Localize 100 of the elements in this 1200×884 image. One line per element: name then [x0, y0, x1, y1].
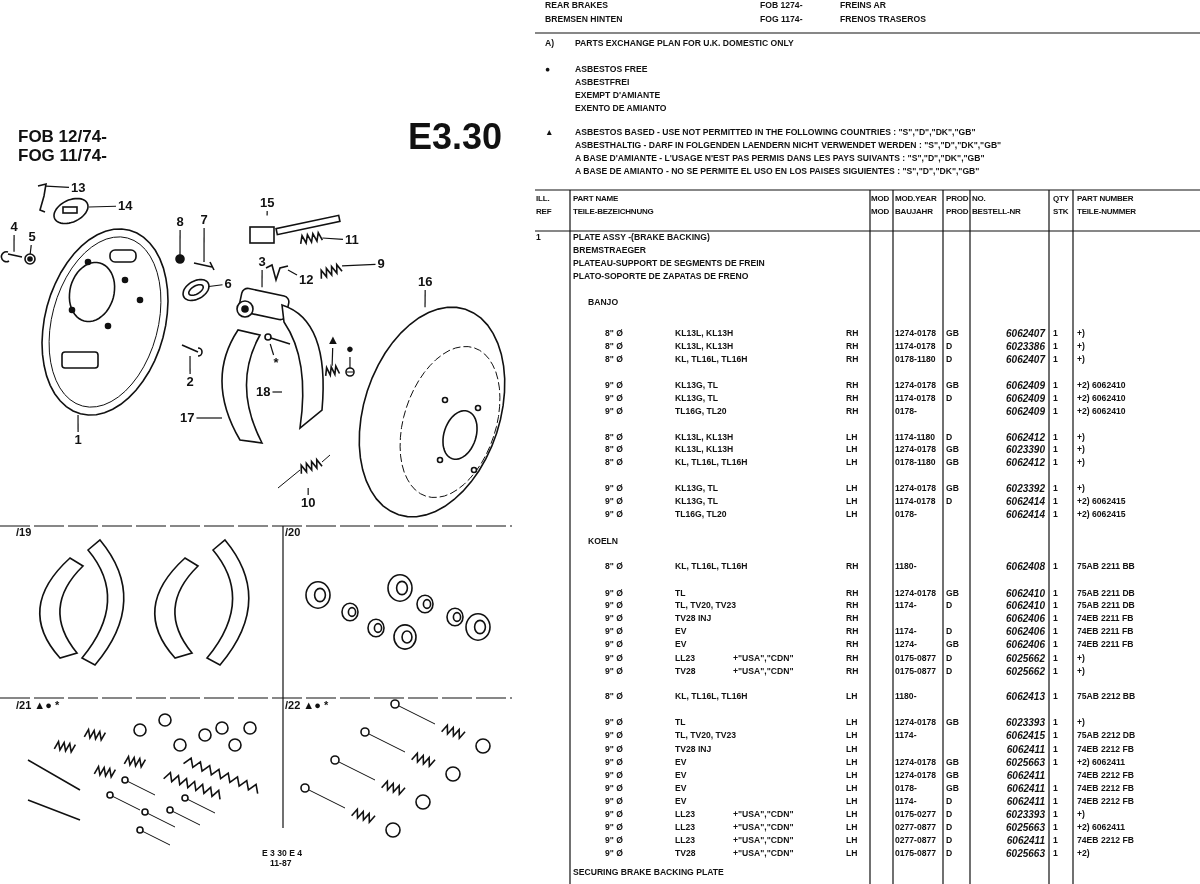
table-cell: EV	[675, 639, 687, 650]
panel-number: /19	[16, 527, 32, 538]
table-cell: 6023390	[1006, 444, 1045, 455]
table-cell: 1	[1053, 744, 1058, 755]
table-cell: +"USA","CDN"	[733, 835, 794, 846]
table-header: BAUJAHR	[895, 206, 933, 217]
note-text: ASBESTHALTIG - DARF IN FOLGENDEN LAENDERN NICHT VERWENDET WERDEN : "S","D","DK","GB"	[575, 140, 1002, 151]
section-heading: SECURING BRAKE BACKING PLATE	[573, 867, 724, 878]
table-cell: 9" Ø	[605, 496, 623, 507]
table-cell: 74EB 2212 FB	[1077, 744, 1134, 755]
table-cell: 74EB 2212 FB	[1077, 796, 1134, 807]
callout-number: 4	[9, 220, 19, 234]
table-cell: TL	[675, 588, 686, 599]
table-cell: 6062408	[1006, 561, 1045, 572]
washer-drawing	[24, 253, 36, 265]
table-cell: 1180-	[895, 561, 917, 572]
leader-line	[29, 244, 32, 255]
table-cell: 6025663	[1006, 822, 1045, 833]
lever-drawing	[249, 214, 341, 244]
table-cell: +2) 6062415	[1077, 496, 1126, 507]
header-text: BREMSEN HINTEN	[545, 14, 623, 25]
table-cell: 9" Ø	[605, 822, 623, 833]
table-cell: 1	[1053, 328, 1058, 339]
table-cell: 6062414	[1006, 496, 1045, 507]
table-cell: LH	[846, 835, 858, 846]
table-cell: LH	[846, 770, 858, 781]
callout-number: 2	[185, 375, 195, 389]
table-header: ILL.	[536, 193, 550, 204]
table-cell: +)	[1077, 653, 1085, 664]
table-cell: 9" Ø	[605, 744, 623, 755]
page-number: E3.30	[408, 118, 503, 156]
leader-line	[269, 343, 275, 356]
table-cell: 6062413	[1006, 691, 1045, 702]
table-cell: D	[946, 796, 953, 807]
table-cell: GB	[946, 588, 959, 599]
table-cell: 9" Ø	[605, 770, 623, 781]
reference-number: 1	[536, 232, 541, 243]
table-cell: RH	[846, 588, 859, 599]
callout-number: 11	[344, 233, 360, 247]
leader-line	[77, 414, 79, 433]
callout-number: 17	[179, 411, 196, 425]
table-cell: 1	[1053, 691, 1058, 702]
table-cell: +2) 6062415	[1077, 509, 1126, 520]
table-cell: LH	[846, 717, 858, 728]
table-cell: D	[946, 809, 953, 820]
bolt-drawing	[181, 344, 203, 357]
table-cell: 1	[1053, 848, 1058, 859]
table-cell: KL, TL16L, TL16H	[675, 561, 748, 572]
table-cell: 0178-1180	[895, 354, 936, 365]
table-cell: 6062409	[1006, 380, 1045, 391]
callout-number: 14	[117, 199, 134, 213]
callout-symbol: ▲	[325, 333, 341, 347]
table-cell: 6025663	[1006, 848, 1045, 859]
table-cell: TL	[675, 717, 686, 728]
table-cell: LL23	[675, 822, 696, 833]
leader-line	[271, 391, 283, 393]
table-cell: 1274-0178	[895, 444, 937, 455]
table-cell: TV28 INJ	[675, 744, 712, 755]
table-cell: TL16G, TL20	[675, 509, 727, 520]
table-cell: 1	[1053, 757, 1058, 768]
table-cell: 9" Ø	[605, 588, 623, 599]
table-cell: 0175-0877	[895, 848, 937, 859]
table-cell: 1274-0178	[895, 770, 937, 781]
callout-number: 16	[417, 275, 434, 289]
table-cell: D	[946, 626, 953, 637]
table-cell: 9" Ø	[605, 509, 623, 520]
table-cell: 1274-0178	[895, 717, 937, 728]
table-header: PART NAME	[573, 193, 619, 204]
table-cell: 1	[1053, 496, 1058, 507]
table-cell: D	[946, 600, 953, 611]
cup-drawing	[345, 367, 355, 377]
table-cell: 1180-	[895, 691, 917, 702]
table-cell: RH	[846, 613, 859, 624]
table-cell: RH	[846, 666, 859, 677]
table-cell: 6023393	[1006, 717, 1045, 728]
note-marker: ▲	[545, 127, 554, 138]
table-cell: +"USA","CDN"	[733, 666, 794, 677]
table-cell: 1	[1053, 653, 1058, 664]
leader-line	[208, 284, 224, 288]
table-header: PART NUMBER	[1077, 193, 1134, 204]
table-cell: 0178-	[895, 406, 917, 417]
table-cell: 0178-1180	[895, 457, 936, 468]
table-header: STK	[1053, 206, 1069, 217]
note-text: EXENTO DE AMIANTO	[575, 103, 667, 114]
table-cell: +)	[1077, 666, 1085, 677]
table-cell: 6062407	[1006, 328, 1045, 339]
table-cell: LH	[846, 483, 858, 494]
table-cell: 1	[1053, 341, 1058, 352]
table-cell: 8" Ø	[605, 444, 623, 455]
table-cell: LL23	[675, 835, 696, 846]
table-cell: TV28	[675, 666, 696, 677]
table-cell: 1	[1053, 809, 1058, 820]
table-cell: 9" Ø	[605, 639, 623, 650]
screw-drawing	[193, 261, 215, 271]
table-cell: RH	[846, 639, 859, 650]
table-cell: 0277-0877	[895, 822, 937, 833]
table-cell: RH	[846, 380, 859, 391]
table-cell: 1174-	[895, 796, 917, 807]
table-cell: 1174-	[895, 730, 917, 741]
note-text: ASBESTOS BASED - USE NOT PERMITTED IN THE FOLLOWING COUNTRIES : "S","D","DK","GB"	[575, 127, 976, 138]
